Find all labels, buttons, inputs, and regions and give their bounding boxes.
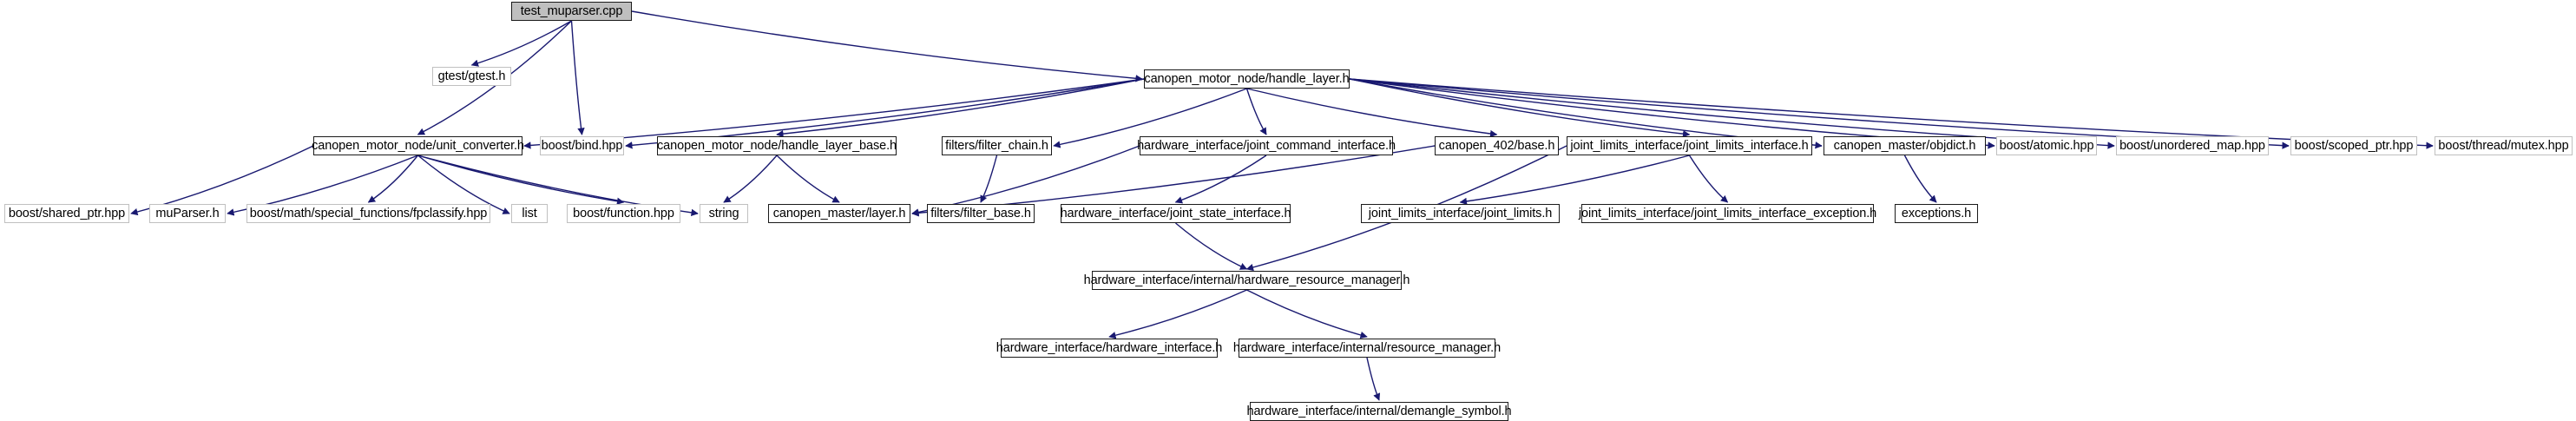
- graph-node-list[interactable]: list: [511, 204, 548, 223]
- graph-node-label: gtest/gtest.h: [437, 69, 506, 83]
- graph-node-label: string: [708, 206, 739, 220]
- graph-node-filter_chain[interactable]: filters/filter_chain.h: [942, 136, 1052, 155]
- graph-node-filter_base[interactable]: filters/filter_base.h: [927, 204, 1035, 223]
- graph-node-boost_bind[interactable]: boost/bind.hpp: [540, 136, 624, 155]
- graph-edge-unit_converter-to-fpclassify: [367, 155, 419, 203]
- graph-node-label: hardware_interface/hardware_interface.h: [996, 340, 1223, 355]
- graph-node-label: joint_limits_interface/joint_limits_inte…: [1570, 138, 1809, 153]
- graph-node-boost_shared_ptr[interactable]: boost/shared_ptr.hpp: [4, 204, 129, 223]
- graph-edge-test_muparser-to-gtest: [470, 20, 572, 67]
- graph-node-boost_unordered_map[interactable]: boost/unordered_map.hpp: [2116, 136, 2269, 155]
- graph-node-label: boost/math/special_functions/fpclassify.…: [249, 206, 488, 220]
- graph-node-joint_limits_exception[interactable]: joint_limits_interface/joint_limits_inte…: [1578, 204, 1877, 223]
- graph-node-label: boost/function.hpp: [573, 206, 674, 220]
- graph-node-objdict[interactable]: canopen_master/objdict.h: [1824, 136, 1986, 155]
- graph-node-joint_limits[interactable]: joint_limits_interface/joint_limits.h: [1361, 204, 1560, 223]
- graph-node-demangle_symbol[interactable]: hardware_interface/internal/demangle_sym…: [1247, 402, 1512, 421]
- graph-node-boost_function[interactable]: boost/function.hpp: [567, 204, 680, 223]
- graph-edge-hardware_resource_manager-to-hardware_interface: [1108, 289, 1247, 339]
- graph-node-muparser[interactable]: muParser.h: [149, 204, 226, 223]
- graph-edge-joint_state_interface-to-hardware_resource_manager: [1175, 222, 1248, 270]
- graph-node-label: canopen_motor_node/unit_converter.h: [312, 138, 524, 153]
- graph-node-resource_manager[interactable]: hardware_interface/internal/resource_man…: [1233, 339, 1501, 358]
- graph-node-label: joint_limits_interface/joint_limits.h: [1368, 206, 1553, 220]
- graph-node-label: canopen_master/layer.h: [772, 206, 906, 220]
- graph-node-label: list: [522, 206, 537, 220]
- graph-edge-handle_layer-to-canopen_402_base: [1246, 88, 1498, 138]
- graph-edge-hardware_resource_manager-to-resource_manager: [1246, 289, 1368, 339]
- graph-node-label: boost/bind.hpp: [541, 138, 623, 153]
- graph-node-handle_layer_base[interactable]: canopen_motor_node/handle_layer_base.h: [657, 136, 897, 155]
- graph-node-fpclassify[interactable]: boost/math/special_functions/fpclassify.…: [246, 204, 490, 223]
- graph-node-label: boost/atomic.hpp: [1999, 138, 2094, 153]
- graph-node-label: hardware_interface/internal/demangle_sym…: [1246, 404, 1512, 418]
- graph-node-label: canopen_motor_node/handle_layer.h: [1144, 71, 1350, 86]
- graph-node-joint_limits_interface[interactable]: joint_limits_interface/joint_limits_inte…: [1567, 136, 1812, 155]
- graph-node-hardware_interface[interactable]: hardware_interface/hardware_interface.h: [996, 339, 1222, 358]
- graph-edge-handle_layer-to-joint_command_interface: [1245, 88, 1267, 135]
- graph-node-label: filters/filter_base.h: [930, 206, 1031, 220]
- graph-edge-unit_converter-to-boost_function: [417, 155, 625, 205]
- graph-node-label: canopen_402/base.h: [1438, 138, 1555, 153]
- graph-node-label: boost/thread/mutex.hpp: [2438, 138, 2569, 153]
- graph-node-handle_layer[interactable]: canopen_motor_node/handle_layer.h: [1144, 69, 1350, 89]
- graph-node-label: canopen_motor_node/handle_layer_base.h: [657, 138, 897, 153]
- graph-node-label: exceptions.h: [1901, 206, 1972, 220]
- graph-edge-test_muparser-to-handle_layer: [631, 10, 1143, 82]
- graph-node-label: boost/shared_ptr.hpp: [8, 206, 126, 220]
- graph-node-label: canopen_master/objdict.h: [1833, 138, 1976, 153]
- graph-node-label: boost/scoped_ptr.hpp: [2294, 138, 2414, 153]
- graph-node-label: hardware_interface/joint_state_interface…: [1060, 206, 1291, 220]
- graph-node-label: boost/unordered_map.hpp: [2119, 138, 2265, 153]
- graph-node-joint_state_interface[interactable]: hardware_interface/joint_state_interface…: [1061, 204, 1291, 223]
- graph-node-label: hardware_interface/joint_command_interfa…: [1137, 138, 1396, 153]
- graph-node-joint_command_interface[interactable]: hardware_interface/joint_command_interfa…: [1137, 136, 1396, 155]
- graph-edge-joint_limits_interface-to-joint_limits: [1459, 155, 1690, 206]
- graph-edge-handle_layer-to-handle_layer_base: [776, 78, 1145, 138]
- graph-node-canopen_402_base[interactable]: canopen_402/base.h: [1435, 136, 1559, 155]
- graph-edge-handle_layer-to-joint_limits_interface: [1349, 78, 1691, 138]
- graph-node-boost_thread_mutex[interactable]: boost/thread/mutex.hpp: [2435, 136, 2573, 155]
- graph-edge-handle_layer_base-to-string: [723, 155, 778, 203]
- graph-node-label: joint_limits_interface/joint_limits_inte…: [1578, 206, 1877, 220]
- graph-node-label: hardware_interface/internal/hardware_res…: [1083, 273, 1410, 287]
- graph-edge-test_muparser-to-boost_bind: [570, 20, 585, 135]
- graph-node-test_muparser[interactable]: test_muparser.cpp: [511, 2, 632, 21]
- graph-node-label: filters/filter_chain.h: [945, 138, 1048, 153]
- graph-node-label: test_muparser.cpp: [520, 3, 623, 18]
- graph-edge-filter_chain-to-filter_base: [980, 155, 998, 203]
- graph-node-boost_scoped_ptr[interactable]: boost/scoped_ptr.hpp: [2290, 136, 2417, 155]
- graph-node-label: hardware_interface/internal/resource_man…: [1232, 340, 1502, 355]
- graph-node-unit_converter[interactable]: canopen_motor_node/unit_converter.h: [312, 136, 524, 155]
- graph-node-gtest[interactable]: gtest/gtest.h: [432, 67, 511, 86]
- graph-edge-resource_manager-to-demangle_symbol: [1366, 357, 1381, 401]
- graph-edge-joint_command_interface-to-joint_state_interface: [1174, 155, 1267, 204]
- graph-edge-handle_layer_base-to-canopen_master_layer: [776, 155, 840, 203]
- graph-edge-objdict-to-exceptions: [1903, 155, 1937, 203]
- graph-node-label: muParser.h: [155, 206, 220, 220]
- graph-node-string[interactable]: string: [700, 204, 748, 223]
- graph-node-canopen_master_layer[interactable]: canopen_master/layer.h: [768, 204, 910, 223]
- graph-node-boost_atomic[interactable]: boost/atomic.hpp: [1996, 136, 2097, 155]
- graph-node-hardware_resource_manager[interactable]: hardware_interface/internal/hardware_res…: [1084, 271, 1410, 290]
- graph-node-exceptions[interactable]: exceptions.h: [1895, 204, 1978, 223]
- graph-edge-joint_limits_interface-to-joint_limits_exception: [1688, 155, 1729, 203]
